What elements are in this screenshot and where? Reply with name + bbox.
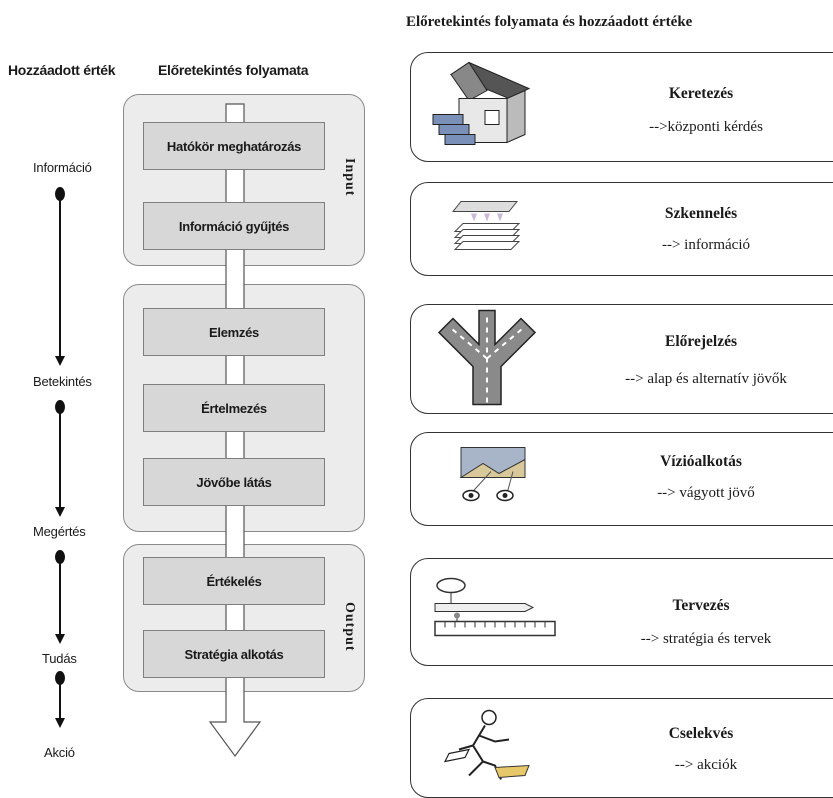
card-elorejelzes: Előrejelzés --> alap és alternatív jövők <box>410 304 833 414</box>
process-header: Előretekintés folyamata <box>158 62 309 78</box>
value-arrows <box>55 187 65 728</box>
ruler-pencil-icon <box>429 570 559 655</box>
running-person-icon <box>429 706 539 791</box>
road-fork-icon <box>429 307 539 412</box>
house-icon <box>429 55 539 160</box>
step-ertelmezes: Értelmezés <box>143 384 325 432</box>
step-informacio-gyujtes: Információ gyűjtés <box>143 202 325 250</box>
value-header: Hozzáadott érték <box>8 62 116 78</box>
card-keretezes-title: Keretezés <box>668 85 734 102</box>
card-vizioalkotas: Vízióalkotás --> vágyott jövő <box>410 432 833 526</box>
value-stage-tudas: Tudás <box>42 651 77 666</box>
card-keretezes-subtitle: -->központi kérdés <box>649 119 763 135</box>
step-strategia-alkotas: Stratégia alkotás <box>143 630 325 678</box>
vision-eyes-icon <box>429 442 539 517</box>
value-stage-akcio: Akció <box>44 745 75 760</box>
card-vizioalkotas-subtitle: --> vágyott jövő <box>657 485 755 501</box>
card-elorejelzes-title: Előrejelzés <box>664 333 737 350</box>
value-stage-megertes: Megértés <box>33 524 86 539</box>
value-arrow-4 <box>55 671 65 728</box>
scanner-icon <box>429 192 539 267</box>
card-szkenneles-subtitle: --> információ <box>661 237 750 253</box>
card-tervezes-subtitle: --> stratégia és tervek <box>640 631 772 647</box>
card-cselekves-title: Cselekvés <box>668 725 734 742</box>
value-arrow-3 <box>55 550 65 644</box>
card-tervezes: Tervezés --> stratégia és tervek <box>410 558 833 666</box>
value-stage-informacio: Információ <box>33 160 92 175</box>
card-szkenneles: Szkennelés --> információ <box>410 182 833 276</box>
output-label: Output <box>342 602 357 652</box>
card-keretezes: Keretezés -->központi kérdés <box>410 52 833 162</box>
value-stage-betekintes: Betekintés <box>33 374 92 389</box>
card-tervezes-title: Tervezés <box>672 597 730 614</box>
card-cselekves-subtitle: --> akciók <box>674 757 738 773</box>
right-panel-title: Előretekintés folyamata és hozzáadott ér… <box>406 14 693 30</box>
card-vizioalkotas-title: Vízióalkotás <box>660 453 742 470</box>
value-arrow-2 <box>55 400 65 517</box>
card-elorejelzes-subtitle: --> alap és alternatív jövők <box>625 371 787 387</box>
card-cselekves: Cselekvés --> akciók <box>410 698 833 798</box>
step-hatokor: Hatókör meghatározás <box>143 122 325 170</box>
input-label: Input <box>342 157 357 197</box>
value-arrow-1 <box>55 187 65 366</box>
card-szkenneles-title: Szkennelés <box>664 205 738 222</box>
step-elemzes: Elemzés <box>143 308 325 356</box>
step-jovobe-latas: Jövőbe látás <box>143 458 325 506</box>
step-ertekeles: Értékelés <box>143 557 325 605</box>
